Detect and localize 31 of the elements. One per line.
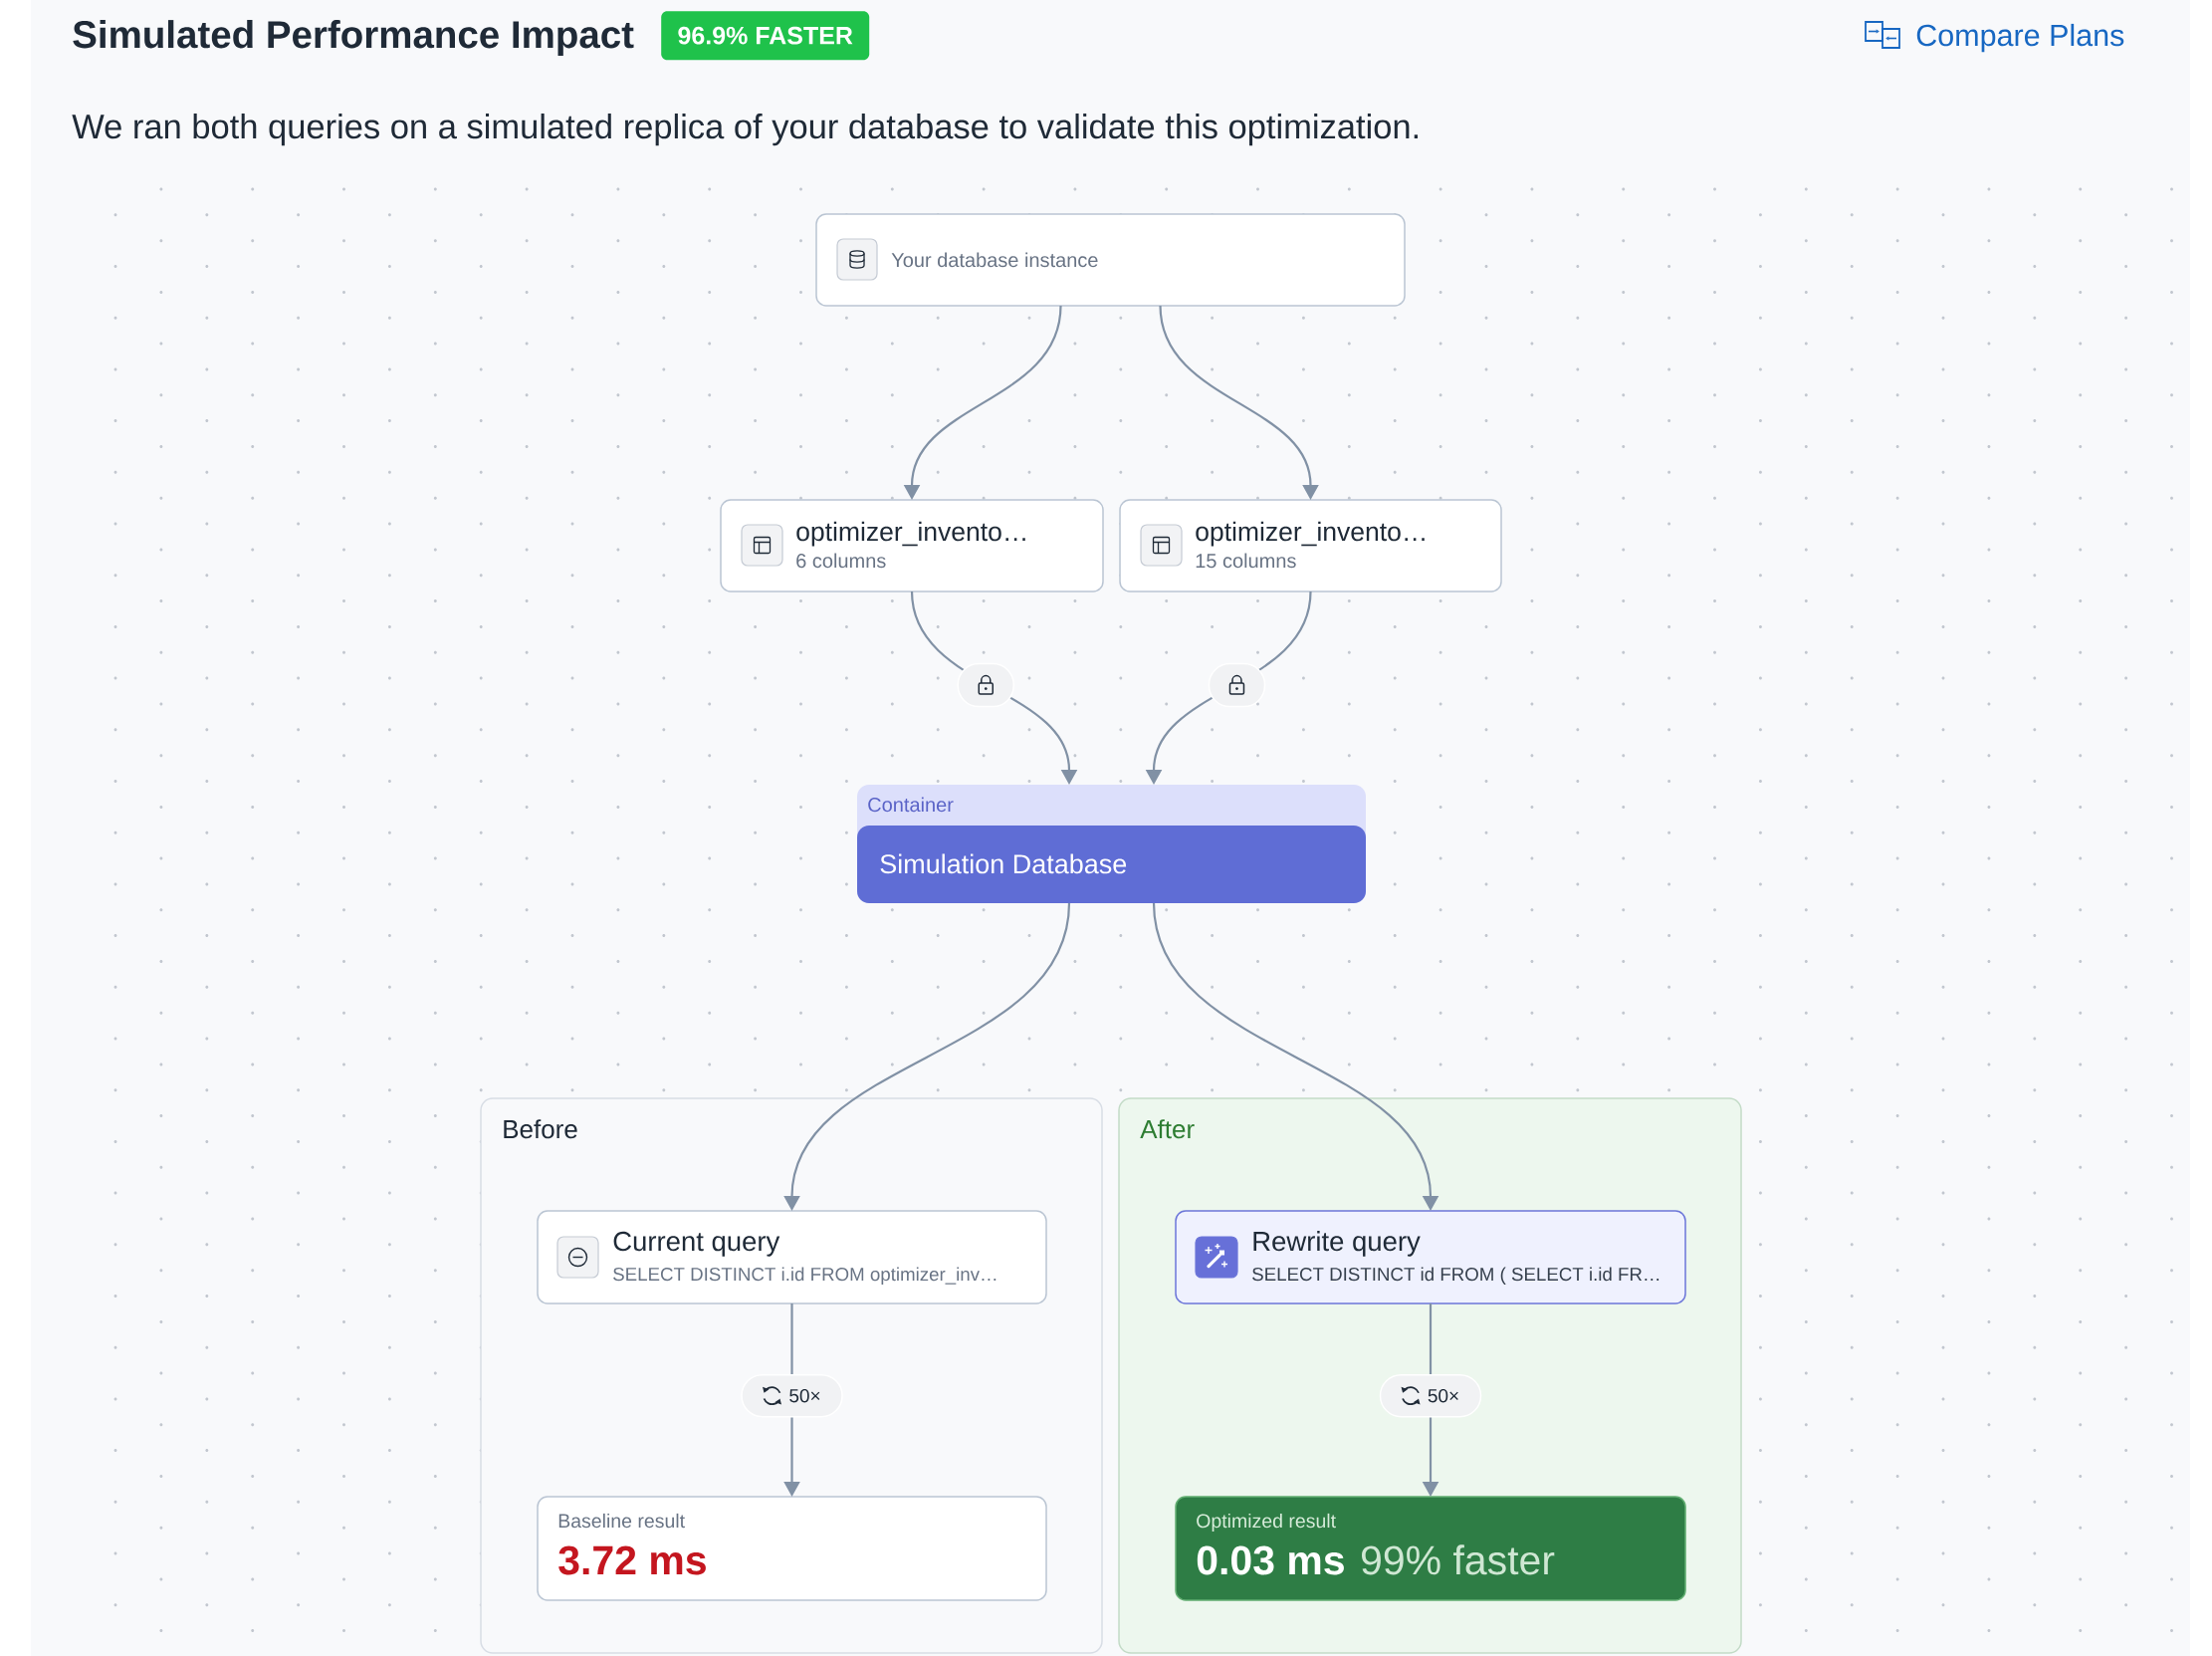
speedup-text: 99% faster — [1362, 1544, 1555, 1575]
database-bar — [857, 826, 1366, 903]
result-caption: Optimized result — [1197, 1513, 1336, 1533]
result-card — [1175, 1496, 1686, 1601]
heading: Simulated Performance Impact — [73, 20, 634, 56]
column-count: 6 columns — [796, 553, 886, 569]
table-card — [720, 499, 1104, 592]
result-value: 0.03 ms — [1197, 1545, 1344, 1575]
result-card — [537, 1496, 1047, 1601]
result-caption: Baseline result — [558, 1513, 685, 1529]
query-card — [537, 1210, 1047, 1304]
instance-card — [815, 213, 1406, 307]
database-name: Simulation Database — [880, 853, 1127, 874]
query-text: SELECT DISTINCT i.id FROM optimizer_inv… — [613, 1267, 996, 1285]
description: We ran both queries on a simulated replica of your database to validate this optimization. — [72, 114, 1419, 146]
query-title: Current query — [613, 1231, 780, 1257]
edge-label: 50× — [741, 1373, 843, 1418]
table-card — [1119, 499, 1502, 592]
panel-heading: Before — [504, 1119, 577, 1139]
table-name: optimizer_invento… — [796, 521, 1025, 547]
query-title: Rewrite query — [1253, 1231, 1421, 1257]
table-name: optimizer_invento… — [1196, 521, 1425, 547]
link: Compare Plans — [1916, 23, 2124, 53]
column-count: 15 columns — [1196, 553, 1296, 569]
container-label: Container — [868, 797, 954, 813]
status-badge: 96.9% FASTER — [661, 11, 870, 61]
query-card — [1175, 1210, 1686, 1304]
instance-subtitle: Your database instance — [891, 252, 1098, 268]
result-value: 3.72 ms — [558, 1545, 706, 1575]
panel-heading: After — [1140, 1119, 1195, 1139]
query-text: SELECT DISTINCT id FROM ( SELECT i.id FR… — [1252, 1267, 1659, 1285]
